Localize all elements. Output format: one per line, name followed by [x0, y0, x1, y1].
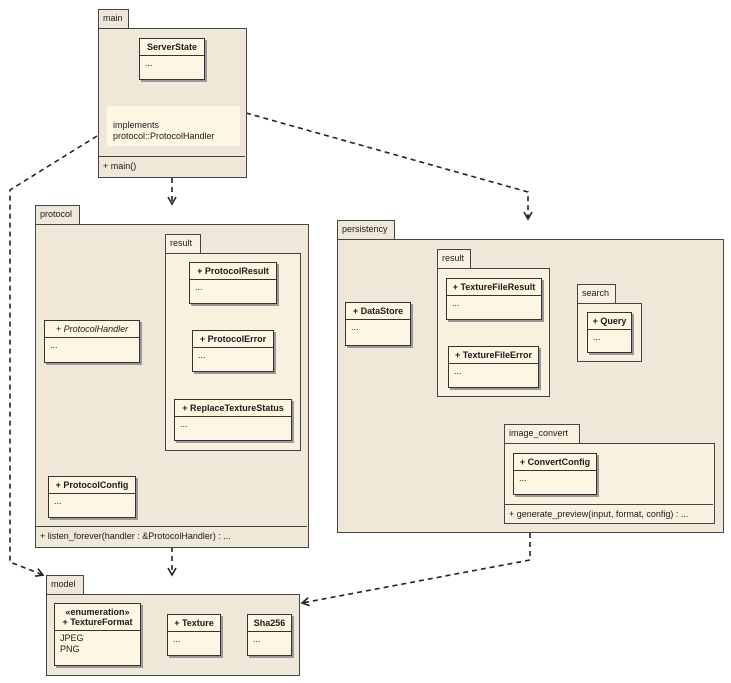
class-body: ...	[351, 322, 359, 332]
main-operation: + main()	[99, 156, 245, 175]
package-tab-persistency: persistency	[337, 220, 395, 240]
class-name: + TextureFileError	[449, 347, 538, 364]
class-name: ServerState	[140, 39, 204, 56]
class-texture[interactable]: + Texture ...	[167, 614, 221, 656]
class-body: ...	[452, 298, 460, 308]
class-body: ...	[54, 496, 62, 506]
class-name: + TextureFileResult	[447, 279, 541, 296]
note-line: protocol::ProtocolHandler	[113, 131, 215, 141]
class-texturefileresult[interactable]: + TextureFileResult ...	[446, 278, 542, 320]
class-body: ...	[50, 340, 58, 350]
protocol-operation: + listen_forever(handler : &ProtocolHand…	[36, 526, 307, 545]
class-name: Sha256	[248, 615, 291, 632]
class-sha256[interactable]: Sha256 ...	[247, 614, 292, 656]
class-serverstate[interactable]: ServerState ...	[139, 38, 205, 80]
class-datastore[interactable]: + DataStore ...	[345, 302, 411, 346]
enum-value: PNG	[60, 644, 80, 654]
class-name: + ProtocolConfig	[49, 477, 135, 494]
class-body: ...	[253, 634, 261, 644]
class-name: + ProtocolHandler	[45, 321, 139, 338]
class-body: ...	[198, 350, 206, 360]
class-protocolhandler[interactable]: + ProtocolHandler ...	[44, 320, 140, 363]
class-body: ...	[519, 473, 527, 483]
package-tab-persistency-result: result	[437, 249, 471, 269]
class-name: + ProtocolResult	[190, 263, 276, 280]
package-tab-model: model	[46, 575, 84, 595]
class-convertconfig[interactable]: + ConvertConfig ...	[513, 453, 597, 495]
class-name: + ConvertConfig	[514, 454, 596, 471]
stereotype-label: «enumeration»	[65, 607, 130, 617]
package-tab-protocol: protocol	[35, 205, 80, 225]
class-body: ...	[593, 332, 601, 342]
arrow-main-to-persistency	[245, 112, 533, 221]
class-textureformat[interactable]: «enumeration» + TextureFormat JPEG PNG	[54, 603, 141, 666]
class-body: ...	[454, 366, 462, 376]
class-name: + TextureFormat	[62, 617, 133, 627]
note-line: implements	[113, 120, 160, 130]
enum-header: «enumeration» + TextureFormat	[55, 604, 140, 631]
package-tab-search: search	[577, 284, 616, 304]
class-replacetexturestatus[interactable]: + ReplaceTextureStatus ...	[174, 399, 292, 441]
class-protocolerror[interactable]: + ProtocolError ...	[192, 330, 274, 372]
class-name: + ReplaceTextureStatus	[175, 400, 291, 417]
arrow-persistency-to-model	[300, 533, 531, 607]
enum-values: JPEG PNG	[55, 631, 140, 657]
class-body: ...	[173, 634, 181, 644]
package-tab-main: main	[98, 9, 129, 29]
class-query[interactable]: + Query ...	[587, 312, 632, 353]
class-name: + Query	[588, 313, 631, 330]
enum-value: JPEG	[60, 633, 84, 643]
package-main: + main()	[98, 28, 247, 178]
class-name: + DataStore	[346, 303, 410, 320]
arrow-main-to-model	[9, 135, 98, 577]
class-name: + Texture	[168, 615, 220, 632]
note-implements: implements protocol::ProtocolHandler	[107, 106, 240, 146]
class-protocolresult[interactable]: + ProtocolResult ...	[189, 262, 277, 304]
class-texturefileerror[interactable]: + TextureFileError ...	[448, 346, 539, 388]
image-convert-operation: + generate_preview(input, format, config…	[505, 504, 713, 523]
package-tab-protocol-result: result	[165, 234, 201, 254]
class-name: + ProtocolError	[193, 331, 273, 348]
class-body: ...	[180, 419, 188, 429]
class-protocolconfig[interactable]: + ProtocolConfig ...	[48, 476, 136, 518]
class-body: ...	[145, 58, 153, 68]
class-body: ...	[195, 282, 203, 292]
package-tab-image-convert: image_convert	[504, 424, 580, 444]
